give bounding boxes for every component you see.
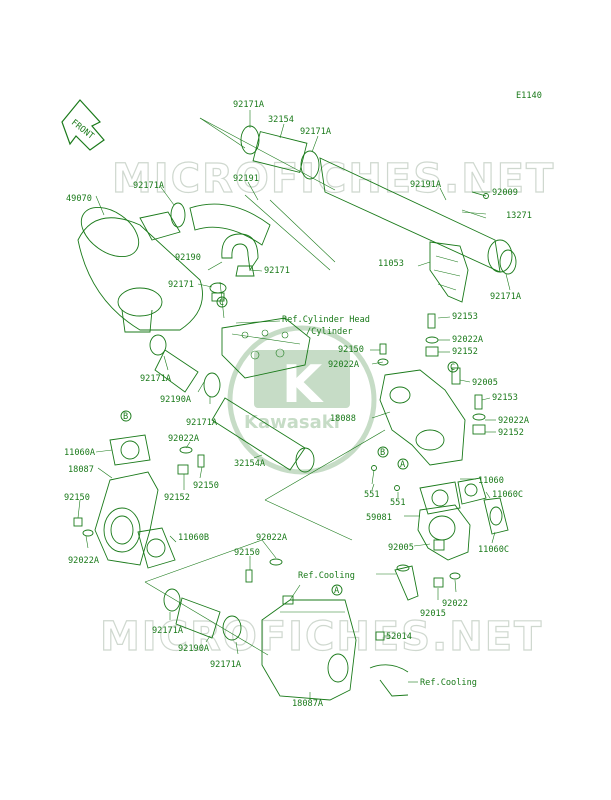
front-arrow-icon: FRONT — [61, 99, 105, 151]
label-92152: 92152 — [164, 493, 190, 503]
bolt-92009 — [461, 191, 489, 219]
label-59081: 59081 — [366, 513, 392, 523]
label-92005: 92005 — [472, 378, 498, 388]
label-92190a: 92190A — [178, 644, 210, 654]
label-92171a: 92171A — [233, 100, 265, 110]
label-92022a: 92022A — [68, 556, 100, 566]
label-92015: 92015 — [420, 609, 446, 619]
label-32154: 32154 — [268, 115, 294, 125]
callout-b-left — [120, 410, 132, 422]
label-92022a: 92022A — [498, 416, 530, 426]
label-92152: 92152 — [498, 428, 524, 438]
cooling-hose-lower — [369, 664, 409, 697]
svg-text:C: C — [219, 298, 224, 308]
label-92171a: 92171A — [186, 418, 218, 428]
gaskets-11060-11060c — [371, 465, 509, 535]
label-32154a: 32154A — [234, 459, 266, 469]
label-92171a: 92171A — [140, 374, 172, 384]
label-ref-cooling: Ref.Cooling — [420, 678, 477, 688]
svg-text:A: A — [334, 586, 340, 596]
label-11060c: 11060C — [492, 490, 523, 500]
label-18087: 18087 — [68, 465, 94, 475]
label-ref-cylinder: /Cylinder — [306, 327, 353, 337]
gasket-11060b — [137, 527, 176, 569]
label-92171a: 92171A — [133, 181, 165, 191]
label-551: 551 — [364, 490, 380, 500]
label-11060a: 11060A — [64, 448, 96, 458]
label-92171a: 92171A — [300, 127, 332, 137]
label-92150: 92150 — [234, 548, 260, 558]
label-13271: 13271 — [506, 211, 532, 221]
svg-text:K: K — [282, 355, 324, 415]
callout-c-left — [216, 296, 228, 308]
label-11060b: 11060B — [178, 533, 209, 543]
label-92150: 92150 — [193, 481, 219, 491]
outlet-59081 — [417, 504, 471, 561]
label-92022a: 92022A — [452, 335, 484, 345]
label-92152: 92152 — [452, 347, 478, 357]
label-92171: 92171 — [264, 266, 290, 276]
callout-c-right — [447, 361, 459, 373]
label-11060c: 11060C — [478, 545, 509, 555]
hoses-92191-92190 — [189, 203, 271, 302]
label-11053: 11053 — [378, 259, 404, 269]
label-92022a: 92022A — [256, 533, 288, 543]
diagram-code: E1140 — [516, 91, 542, 101]
part-labels: 92171A 32154 92171A 92191 92191A 92009 1… — [64, 100, 532, 709]
label-92150: 92150 — [338, 345, 364, 355]
cylinder-head-block — [219, 281, 311, 379]
right-bolt-stack-upper — [425, 313, 439, 357]
label-18088: 18088 — [330, 414, 356, 424]
callout-a-upper — [397, 458, 409, 470]
label-92171a: 92171A — [152, 626, 184, 636]
label-551: 551 — [390, 498, 406, 508]
label-11060: 11060 — [478, 476, 504, 486]
heat-shield-11053 — [429, 241, 469, 303]
watermark-bottom: MICROFICHES.NET — [100, 614, 543, 660]
elbow-18087 — [94, 471, 159, 566]
label-92153: 92153 — [452, 312, 478, 322]
label-92022: 92022 — [442, 599, 468, 609]
label-92153: 92153 — [492, 393, 518, 403]
exhaust-manifold-18088 — [379, 367, 486, 466]
label-92150: 92150 — [64, 493, 90, 503]
watermark-top: MICROFICHES.NET — [112, 156, 555, 202]
hose-92190a-upper — [149, 334, 221, 398]
gasket-11060a — [109, 434, 151, 466]
label-52014: 52014 — [386, 632, 412, 642]
water-box-18087a — [261, 584, 385, 701]
muffler-49070 — [77, 202, 203, 333]
label-92171: 92171 — [168, 280, 194, 290]
bolt-92150-upper — [377, 343, 389, 366]
label-92190a: 92190A — [160, 395, 192, 405]
callout-a-lower — [331, 584, 343, 596]
kawasaki-logo: K Kawasaki — [227, 325, 377, 475]
svg-text:B: B — [380, 448, 385, 458]
callout-b-right — [377, 446, 389, 458]
label-92171a: 92171A — [490, 292, 522, 302]
label-92190: 92190 — [175, 253, 201, 263]
label-18087a: 18087A — [292, 699, 324, 709]
label-ref-cooling: Ref.Cooling — [298, 571, 355, 581]
label-92171a: 92171A — [210, 660, 242, 670]
bolts-92150-lower — [245, 558, 283, 583]
label-92191a: 92191A — [410, 180, 442, 190]
pipe-32154a — [211, 397, 386, 541]
svg-text:A: A — [400, 460, 406, 470]
leader-lines — [77, 110, 511, 700]
label-ref-cylinder-head: Ref.Cylinder Head — [282, 315, 370, 325]
label-92022a: 92022A — [328, 360, 360, 370]
cooling-fitting — [394, 564, 461, 601]
label-92022a: 92022A — [168, 434, 200, 444]
svg-text:Kawasaki: Kawasaki — [244, 412, 340, 433]
label-92191: 92191 — [233, 174, 259, 184]
label-92009: 92009 — [492, 188, 518, 198]
hose-92190a-lower — [144, 539, 269, 656]
svg-text:C: C — [450, 363, 455, 373]
svg-text:B: B — [123, 412, 128, 422]
small-bolts-left — [73, 446, 205, 537]
label-49070: 49070 — [66, 194, 92, 204]
label-92005: 92005 — [388, 543, 414, 553]
